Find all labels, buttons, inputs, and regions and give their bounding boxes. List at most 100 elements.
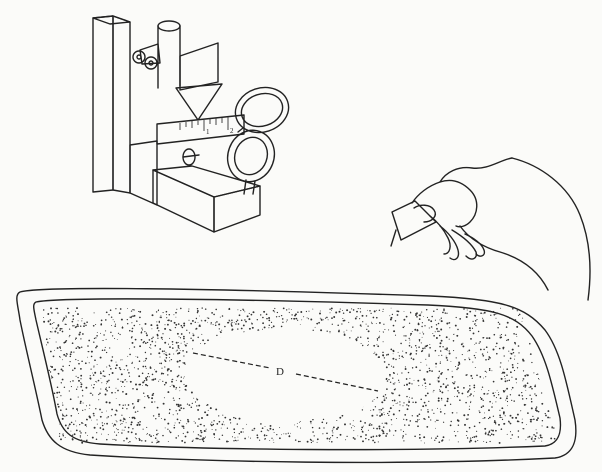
speckle-dot (184, 344, 185, 345)
speckle-dot (114, 432, 115, 433)
speckle-dot (220, 331, 222, 333)
speckle-dot (133, 325, 135, 327)
speckle-dot (139, 439, 141, 441)
speckle-dot (491, 433, 493, 435)
speckle-dot (124, 369, 125, 370)
speckle-dot (440, 390, 442, 392)
speckle-dot (523, 428, 524, 429)
speckle-dot (168, 344, 169, 345)
speckle-dot (340, 434, 342, 436)
speckle-dot (106, 339, 107, 340)
speckle-dot (406, 396, 407, 397)
speckle-dot (475, 320, 477, 322)
speckle-dot (449, 327, 450, 328)
speckle-dot (110, 309, 112, 311)
speckle-dot (143, 361, 144, 362)
speckle-dot (373, 428, 374, 429)
speckle-dot (505, 390, 506, 391)
speckle-dot (507, 401, 508, 402)
speckle-dot (170, 370, 172, 372)
speckle-dot (168, 319, 170, 321)
speckle-dot (72, 325, 74, 327)
speckle-dot (43, 321, 45, 323)
speckle-dot (326, 438, 328, 440)
speckle-dot (386, 423, 387, 424)
speckle-dot (149, 376, 150, 377)
speckle-dot (136, 388, 138, 390)
speckle-dot (315, 327, 316, 328)
speckle-dot (180, 404, 182, 406)
speckle-dot (251, 323, 253, 325)
speckle-dot (65, 355, 67, 357)
speckle-dot (415, 421, 416, 422)
speckle-dot (185, 436, 187, 438)
speckle-dot (146, 427, 147, 428)
speckle-dot (167, 370, 169, 372)
speckle-dot (450, 425, 452, 427)
speckle-dot (393, 383, 394, 384)
speckle-dot (431, 370, 433, 372)
speckle-dot (510, 423, 512, 425)
speckle-dot (54, 331, 56, 333)
speckle-dot (115, 392, 116, 393)
speckle-dot (408, 405, 410, 407)
speckle-dot (231, 320, 233, 322)
speckle-dot (47, 313, 49, 315)
speckle-dot (264, 326, 266, 328)
speckle-dot (437, 331, 439, 333)
speckle-dot (385, 394, 386, 395)
speckle-dot (349, 311, 351, 313)
speckle-dot (169, 353, 171, 355)
speckle-dot (339, 417, 341, 419)
speckle-dot (201, 320, 202, 321)
speckle-dot (351, 330, 352, 331)
speckle-dot (137, 357, 138, 358)
speckle-dot (116, 421, 117, 422)
speckle-dot (82, 318, 83, 319)
speckle-dot (133, 407, 134, 408)
speckle-dot (454, 431, 455, 432)
speckle-dot (174, 322, 176, 324)
speckle-dot (176, 387, 178, 389)
speckle-dot (434, 440, 435, 441)
speckle-dot (161, 337, 163, 339)
finger-1 (430, 216, 450, 254)
speckle-dot (183, 325, 185, 327)
speckle-dot (384, 329, 385, 330)
speckle-dot (300, 311, 302, 313)
speckle-dot (76, 408, 78, 410)
speckle-dot (108, 434, 109, 435)
speckle-dot (398, 380, 399, 381)
rod-top (158, 21, 180, 31)
speckle-dot (145, 440, 147, 442)
speckle-dot (526, 374, 527, 375)
speckle-dot (527, 374, 529, 376)
speckle-dot (431, 326, 433, 328)
speckle-dot (486, 442, 487, 443)
speckle-dot (239, 433, 240, 434)
speckle-dot (262, 317, 264, 319)
speckle-dot (522, 419, 523, 420)
speckle-dot (538, 378, 539, 379)
speckle-dot (294, 315, 296, 317)
speckle-dot (396, 310, 398, 312)
speckle-dot (348, 322, 349, 323)
speckle-dot (467, 437, 468, 438)
speckle-dot (467, 310, 468, 311)
speckle-dot (386, 388, 388, 390)
speckle-dot (388, 329, 389, 330)
speckle-dot (502, 407, 504, 409)
speckle-dot (82, 410, 83, 411)
speckle-dot (458, 420, 460, 422)
speckle-dot (117, 339, 118, 340)
speckle-dot (380, 412, 381, 413)
speckle-dot (506, 340, 507, 341)
speckle-dot (93, 413, 95, 415)
speckle-dot (87, 345, 89, 347)
speckle-dot (114, 338, 115, 339)
speckle-dot (131, 331, 133, 333)
speckle-dot (100, 372, 102, 374)
speckle-dot (536, 406, 537, 407)
speckle-dot (362, 432, 363, 433)
speckle-dot (417, 419, 419, 421)
